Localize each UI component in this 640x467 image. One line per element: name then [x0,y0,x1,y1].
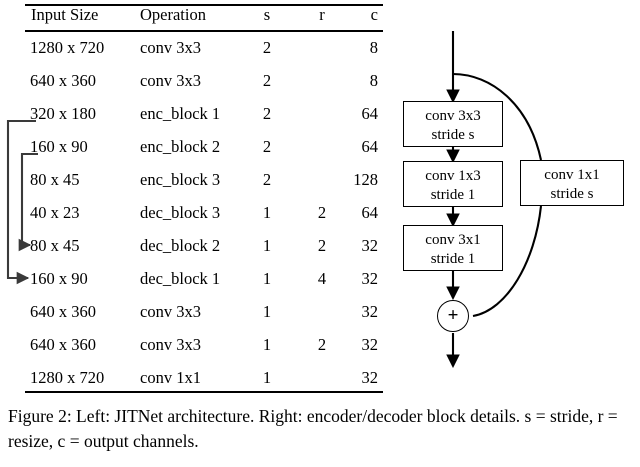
cell-stride: 1 [262,335,272,354]
table-row: 1280 x 720 conv 1x1 1 32 [0,364,400,392]
jitnet-architecture-table: Input Size Operation s r c 1280 x 720 co… [0,1,400,394]
conv-1x1-shortcut-block-line2: stride s [550,186,594,203]
cell-resize: 2 [317,203,327,222]
cell-stride: 1 [262,203,272,222]
conv-3x1-block: conv 3x1 stride 1 [403,225,503,271]
cell-operation: conv 3x3 [140,71,201,90]
conv-3x3-block: conv 3x3 stride s [403,101,503,147]
skip-connection-inner [18,152,38,252]
conv-3x3-block-line2: stride s [431,127,475,144]
cell-input-size: 640 x 360 [30,71,96,90]
table-top-rule [25,4,383,7]
cell-operation: conv 1x1 [140,368,201,387]
table-row: 640 x 360 conv 3x3 2 8 [0,67,400,95]
cell-operation: enc_block 2 [140,137,221,156]
block-diagram-connectors [446,31,543,369]
conv-1x3-block-line2: stride 1 [430,187,476,204]
table-row: 80 x 45 enc_block 3 2 128 [0,166,400,194]
shortcut-curve-lower [472,205,543,318]
cell-input-size: 1280 x 720 [30,38,105,57]
cell-stride: 2 [262,38,272,57]
conv-3x1-block-line2: stride 1 [430,251,476,268]
cell-channels: 128 [353,170,378,189]
cell-channels: 64 [361,203,379,222]
cell-stride: 2 [262,137,272,156]
cell-operation: enc_block 3 [140,170,221,189]
cell-operation: conv 3x3 [140,335,201,354]
table-header-rule [25,30,383,32]
cell-input-size: 1280 x 720 [30,368,105,387]
table-bottom-rule [25,391,383,394]
table-header-row: Input Size Operation s r c [0,1,400,29]
cell-stride: 1 [262,269,272,288]
conv-1x3-block: conv 1x3 stride 1 [403,161,503,207]
cell-channels: 32 [361,269,379,288]
cell-channels: 32 [361,302,379,321]
cell-operation: conv 3x3 [140,302,201,321]
table-row: 160 x 90 enc_block 2 2 64 [0,133,400,161]
cell-stride: 1 [262,302,272,321]
table-row: 160 x 90 dec_block 1 1 4 32 [0,265,400,293]
table-row: 80 x 45 dec_block 2 1 2 32 [0,232,400,260]
table-row: 40 x 23 dec_block 3 1 2 64 [0,199,400,227]
conv-1x3-block-line1: conv 1x3 [425,168,481,184]
cell-operation: conv 3x3 [140,38,201,57]
table-row: 320 x 180 enc_block 1 2 64 [0,100,400,128]
cell-resize: 2 [317,236,327,255]
conv-3x1-block-line1: conv 3x1 [425,232,481,248]
cell-channels: 8 [369,38,378,57]
column-header-s: s [263,5,271,24]
cell-channels: 32 [361,236,379,255]
cell-input-size: 640 x 360 [30,335,96,354]
cell-channels: 64 [361,104,379,123]
column-header-r: r [319,5,325,24]
cell-stride: 1 [262,236,272,255]
cell-operation: enc_block 1 [140,104,221,123]
cell-stride: 2 [262,170,272,189]
cell-stride: 2 [262,104,272,123]
cell-input-size: 160 x 90 [30,269,88,288]
table-row: 640 x 360 conv 3x3 1 32 [0,298,400,326]
cell-stride: 1 [262,368,272,387]
cell-input-size: 80 x 45 [30,236,80,255]
shortcut-curve-upper [452,72,543,161]
cell-channels: 32 [361,368,379,387]
encoder-decoder-block-diagram: conv 3x3 stride s conv 1x3 stride 1 conv… [395,0,640,400]
cell-channels: 8 [369,71,378,90]
cell-resize: 2 [317,335,327,354]
addition-node: + [437,300,469,332]
table-row: 640 x 360 conv 3x3 1 2 32 [0,331,400,359]
skip-connections-group [6,119,38,285]
conv-3x3-block-line1: conv 3x3 [425,108,481,124]
cell-input-size: 320 x 180 [30,104,96,123]
cell-channels: 32 [361,335,379,354]
figure-caption: Figure 2: Left: JITNet architecture. Rig… [8,406,618,451]
cell-input-size: 80 x 45 [30,170,80,189]
table-row: 1280 x 720 conv 3x3 2 8 [0,34,400,62]
cell-operation: dec_block 1 [140,269,221,288]
cell-stride: 2 [262,71,272,90]
cell-resize: 4 [317,269,327,288]
cell-input-size: 640 x 360 [30,302,96,321]
cell-operation: dec_block 3 [140,203,221,222]
cell-operation: dec_block 2 [140,236,221,255]
column-header-operation: Operation [140,5,206,24]
column-header-c: c [370,5,378,24]
cell-channels: 64 [361,137,379,156]
cell-input-size: 160 x 90 [30,137,88,156]
conv-1x1-shortcut-block-line1: conv 1x1 [544,167,600,183]
cell-input-size: 40 x 23 [30,203,80,222]
column-header-input-size: Input Size [31,5,99,24]
skip-connection-outer [6,119,36,285]
conv-1x1-shortcut-block: conv 1x1 stride s [520,160,624,206]
